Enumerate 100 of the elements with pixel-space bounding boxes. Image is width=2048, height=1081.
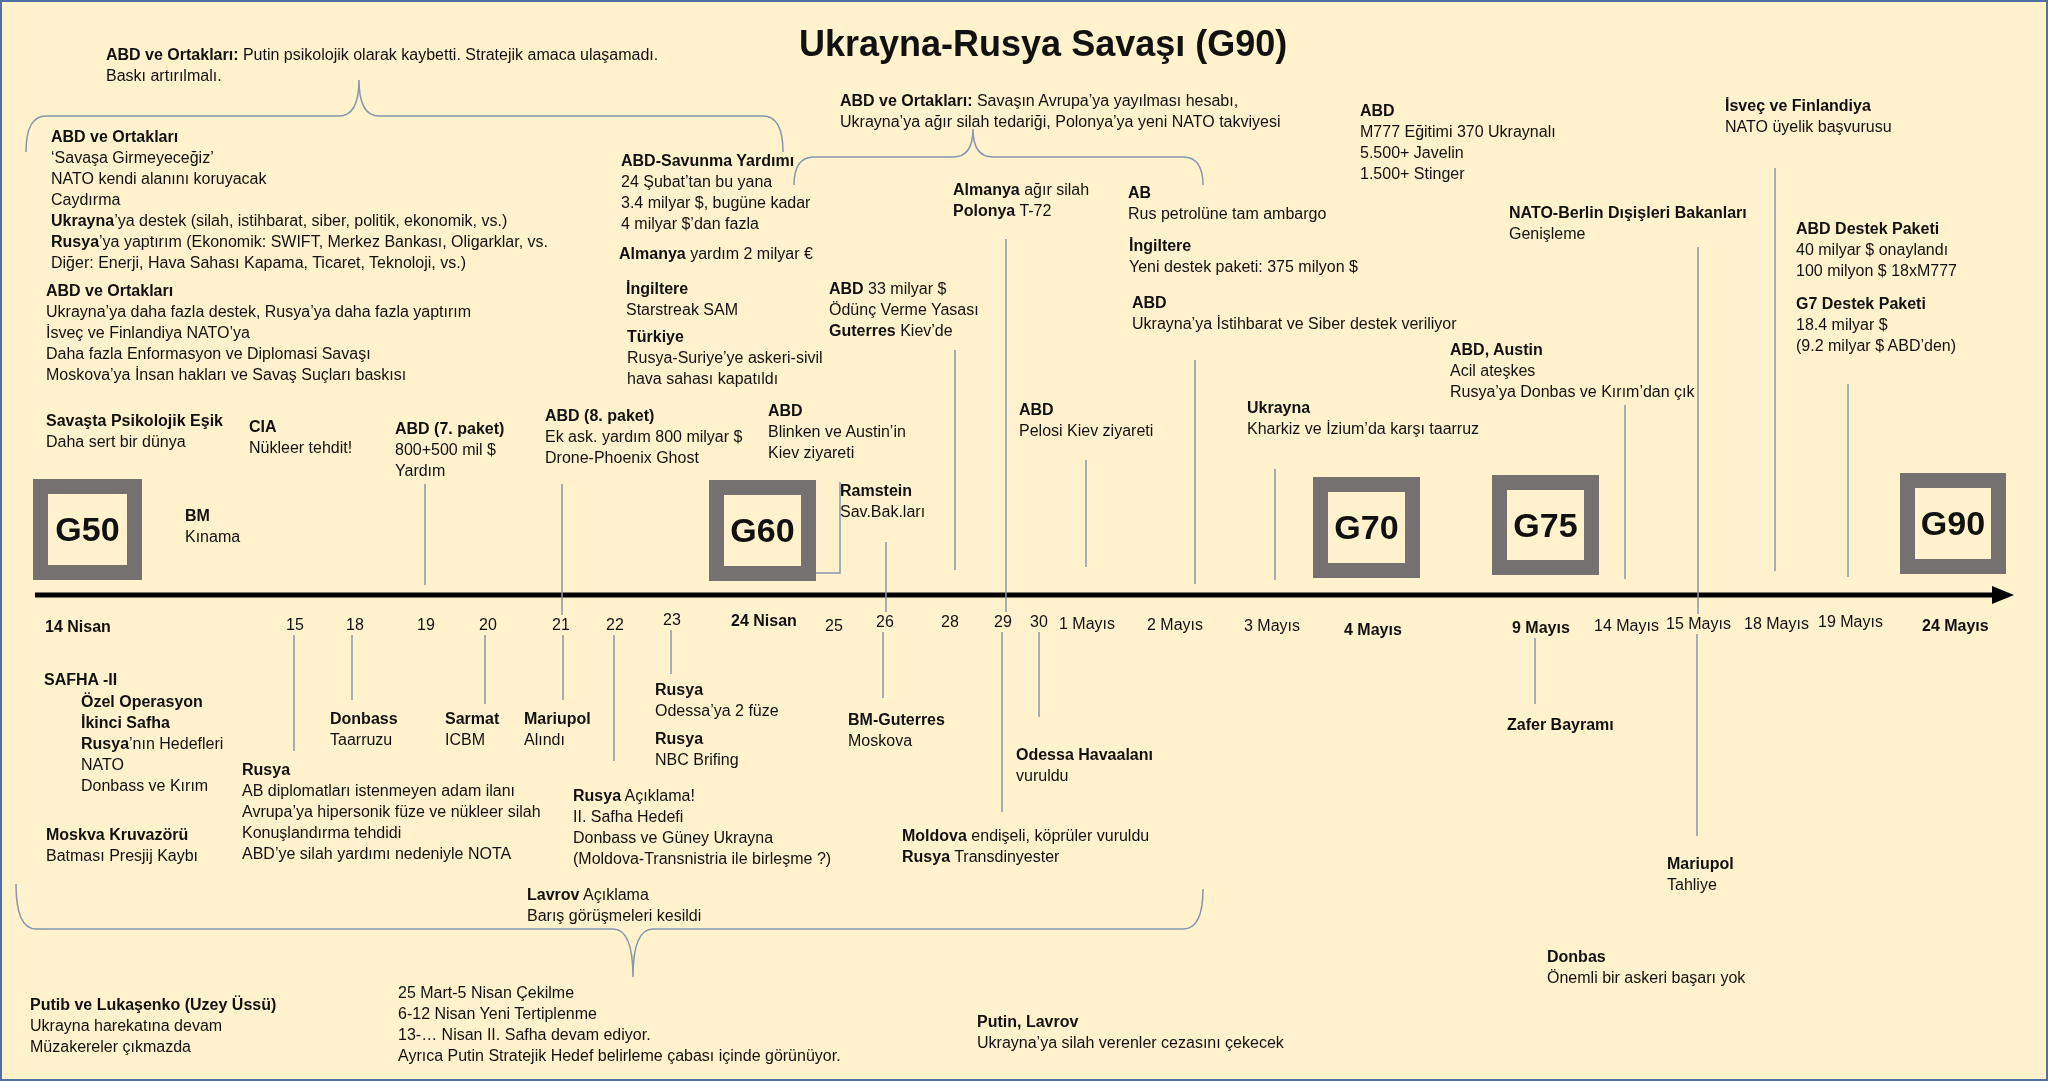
event-heading: SAFHA -II [44,670,118,690]
event-text: Donbass ve Güney Ukrayna [573,828,774,848]
event-text: Ödünç Verme Yasası [829,300,979,320]
event-text: Starstreak SAM [626,300,739,320]
leader-line [613,634,615,762]
leader-line [293,634,295,752]
event-text: (9.2 milyar $ ABD’den) [1796,336,1957,356]
event-heading: AB [1128,183,1152,203]
event-text: Alındı [524,730,565,750]
event-text: Odessa’ya 2 füze [655,701,779,721]
event-heading: İkinci Safha [81,713,170,733]
date-label: 28 [941,612,959,632]
date-label: 4 Mayıs [1344,620,1402,640]
event-text: Nükleer tehdit! [249,438,353,458]
event-text: Moskova’ya İnsan hakları ve Savaş Suçları baskısı [46,365,407,385]
event-text: 3.4 milyar $, bugüne kadar [621,193,811,213]
event-text: Ayrıca Putin Stratejik Hedef belirleme çabası içinde görünüyor. [398,1046,841,1066]
event-text: 5.500+ Javelin [1360,143,1464,163]
date-label: 3 Mayıs [1244,616,1300,636]
leader-line [562,634,564,701]
date-label: 19 Mayıs [1818,612,1883,632]
date-label: 15 [286,614,304,635]
leader-line [1194,359,1196,585]
event-text: Rusya Transdinyester [902,847,1060,867]
event-heading: ABD (8. paket) [545,406,655,426]
event-text: Almanya yardım 2 milyar € [619,244,813,264]
leader-line [1005,238,1007,613]
event-heading: Rusya [242,760,291,780]
event-text: Batması Presjij Kaybı [46,846,199,866]
event-heading: Ramstein [840,481,913,501]
event-text: Ukrayna’ya daha fazla destek, Rusya’ya daha fazla yaptırım [46,302,472,322]
event-heading: Ukrayna [1247,398,1311,418]
event-text: ‘Savaşa Girmeyeceğiz’ [51,148,214,168]
date-label: 18 Mayıs [1744,614,1809,634]
event-text: Yeni destek paketi: 375 milyon $ [1129,257,1358,277]
event-text: ABD 33 milyar $ [829,279,947,299]
event-text: Kınama [185,527,241,547]
date-label: 18 [346,614,364,635]
leader-line [1001,631,1003,813]
event-text: II. Safha Hedefi [573,807,684,827]
event-text: Rusya’ya yaptırım (Ekonomik: SWIFT, Merkez Bankası, Oligarklar, vs. [51,232,549,252]
event-text: Müzakereler çıkmazda [30,1037,191,1057]
day-marker: G90 [1900,473,2006,574]
event-text: İsveç ve Finlandiya NATO’ya [46,323,250,343]
date-label: 1 Mayıs [1059,614,1115,634]
event-text: NATO [81,755,124,775]
event-heading: ABD [1019,400,1054,420]
event-heading: Zafer Bayramı [1507,715,1614,735]
event-text: Daha fazla Enformasyon ve Diplomasi Savaşı [46,344,371,364]
leader-line [1085,459,1087,568]
event-text: 4 milyar $’dan fazla [621,214,759,234]
event-heading: Donbass [330,709,398,729]
date-label: 24 Nisan [731,611,797,631]
date-label: 24 Mayıs [1922,616,1989,636]
event-text: Almanya ağır silah [953,180,1090,200]
event-heading: Sarmat [445,709,500,729]
date-label: 21 [552,614,570,635]
event-text: Polonya T-72 [953,201,1052,221]
event-text: Acil ateşkes [1450,361,1536,381]
event-text: Taarruzu [330,730,393,750]
event-text: Ukrayna harekatına devam [30,1016,223,1036]
event-text: 25 Mart-5 Nisan Çekilme [398,983,575,1003]
event-text: Lavrov Açıklama [527,885,649,905]
leader-line [351,634,353,701]
date-label: 26 [876,611,894,632]
leader-line [815,481,841,574]
event-text: ABD’ye silah yardımı nedeniyle NOTA [242,844,512,864]
date-label: 29 [994,611,1012,632]
event-heading: Rusya [655,729,704,749]
event-heading: BM [185,506,210,526]
event-text: Guterres Kiev’de [829,321,953,341]
event-text: NBC Brifing [655,750,739,770]
leader-line [1534,637,1536,705]
event-heading: ABD ve Ortakları [51,127,179,147]
event-text: Caydırma [51,190,121,210]
event-text: vuruldu [1016,766,1069,786]
event-text: Kiev ziyareti [768,443,855,463]
event-text: Avrupa’ya hipersonik füze ve nükleer silah [242,802,541,822]
event-text: Rus petrolüne tam ambargo [1128,204,1327,224]
event-heading: ABD [1132,293,1167,313]
event-text: 100 milyon $ 18xM777 [1796,261,1957,281]
leader-line [484,634,486,705]
event-heading: ABD, Austin [1450,340,1543,360]
date-label: 25 [825,616,843,636]
date-label: 15 Mayıs [1666,613,1731,634]
event-text: Tahliye [1667,875,1717,895]
event-heading: Rusya [655,680,704,700]
date-label: 2 Mayıs [1147,615,1203,635]
event-text: 24 Şubat’tan bu yana [621,172,773,192]
event-text: 18.4 milyar $ [1796,315,1888,335]
event-text: Barış görüşmeleri kesildi [527,906,702,926]
leader-line [1624,404,1626,580]
event-heading: ABD [768,401,803,421]
leader-line [561,483,563,616]
date-label: 30 [1030,611,1048,632]
event-heading: ABD-Savunma Yardımı [621,151,795,171]
leader-line [1696,633,1698,837]
event-heading: Donbas [1547,947,1606,967]
event-text: NATO kendi alanını koruyacak [51,169,267,189]
event-text: Konuşlandırma tehdidi [242,823,402,843]
